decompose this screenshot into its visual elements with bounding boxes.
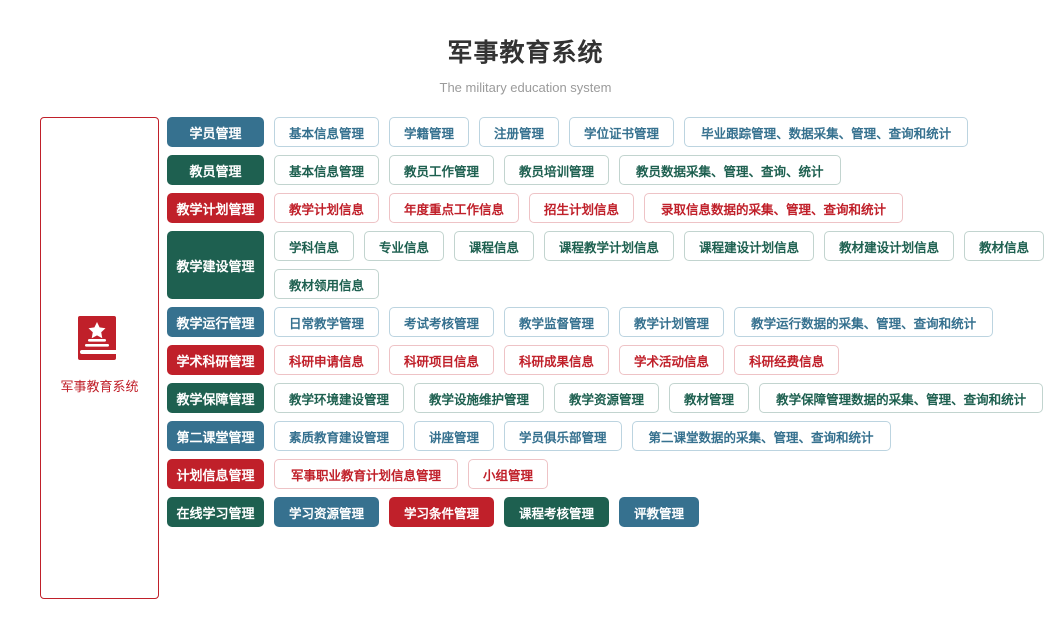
category-item-chip[interactable]: 基本信息管理 — [274, 117, 380, 147]
body-area: 军事教育系统 学员管理基本信息管理学籍管理注册管理学位证书管理毕业跟踪管理、数据… — [0, 95, 1051, 599]
category-label-button[interactable]: 教员管理 — [167, 155, 264, 185]
category-item-chip[interactable]: 科研成果信息 — [504, 345, 610, 375]
category-item-chip[interactable]: 教员工作管理 — [389, 155, 495, 185]
page-header: 军事教育系统 The military education system — [0, 0, 1051, 95]
category-row: 学员管理基本信息管理学籍管理注册管理学位证书管理毕业跟踪管理、数据采集、管理、查… — [167, 117, 1051, 147]
category-items: 教学环境建设管理教学设施维护管理教学资源管理教材管理教学保障管理数据的采集、管理… — [274, 383, 1044, 413]
category-row: 教员管理基本信息管理教员工作管理教员培训管理教员数据采集、管理、查询、统计 — [167, 155, 1051, 185]
category-item-chip[interactable]: 录取信息数据的采集、管理、查询和统计 — [644, 193, 904, 223]
category-item-chip[interactable]: 课程信息 — [454, 231, 535, 261]
category-item-chip[interactable]: 教学保障管理数据的采集、管理、查询和统计 — [759, 383, 1044, 413]
category-label-button[interactable]: 学术科研管理 — [167, 345, 264, 375]
category-label-button[interactable]: 在线学习管理 — [167, 497, 264, 527]
category-row: 学术科研管理科研申请信息科研项目信息科研成果信息学术活动信息科研经费信息 — [167, 345, 1051, 375]
category-items: 科研申请信息科研项目信息科研成果信息学术活动信息科研经费信息 — [274, 345, 840, 375]
sidebar-label: 军事教育系统 — [60, 379, 139, 394]
category-items: 学习资源管理学习条件管理课程考核管理评教管理 — [274, 497, 700, 527]
category-label-button[interactable]: 教学建设管理 — [167, 231, 264, 299]
category-items: 学科信息专业信息课程信息课程教学计划信息课程建设计划信息教材建设计划信息教材信息… — [274, 231, 1051, 299]
category-item-chip[interactable]: 科研经费信息 — [734, 345, 840, 375]
category-label-button[interactable]: 教学运行管理 — [167, 307, 264, 337]
category-item-chip[interactable]: 第二课堂数据的采集、管理、查询和统计 — [631, 421, 891, 451]
category-row: 教学保障管理教学环境建设管理教学设施维护管理教学资源管理教材管理教学保障管理数据… — [167, 383, 1051, 413]
book-star-icon — [60, 314, 138, 367]
category-label-button[interactable]: 教学计划管理 — [167, 193, 264, 223]
category-item-chip[interactable]: 考试考核管理 — [389, 307, 495, 337]
category-item-chip[interactable]: 基本信息管理 — [274, 155, 380, 185]
category-item-chip[interactable]: 科研项目信息 — [389, 345, 495, 375]
category-items: 素质教育建设管理讲座管理学员俱乐部管理第二课堂数据的采集、管理、查询和统计 — [274, 421, 891, 451]
category-item-chip[interactable]: 日常教学管理 — [274, 307, 380, 337]
category-item-chip[interactable]: 教员培训管理 — [504, 155, 610, 185]
page-subtitle: The military education system — [439, 80, 612, 95]
category-items: 日常教学管理考试考核管理教学监督管理教学计划管理教学运行数据的采集、管理、查询和… — [274, 307, 994, 337]
sidebar-panel[interactable]: 军事教育系统 — [40, 117, 159, 599]
category-item-chip[interactable]: 学习资源管理 — [274, 497, 380, 527]
category-item-chip[interactable]: 毕业跟踪管理、数据采集、管理、查询和统计 — [684, 117, 969, 147]
category-item-chip[interactable]: 学术活动信息 — [619, 345, 725, 375]
category-rows: 学员管理基本信息管理学籍管理注册管理学位证书管理毕业跟踪管理、数据采集、管理、查… — [167, 117, 1051, 535]
category-item-chip[interactable]: 学籍管理 — [389, 117, 470, 147]
category-item-chip[interactable]: 学习条件管理 — [389, 497, 495, 527]
category-item-chip[interactable]: 教学设施维护管理 — [414, 383, 545, 413]
category-item-chip[interactable]: 教材信息 — [964, 231, 1045, 261]
category-row: 计划信息管理军事职业教育计划信息管理小组管理 — [167, 459, 1051, 489]
category-item-chip[interactable]: 课程考核管理 — [504, 497, 610, 527]
category-item-chip[interactable]: 专业信息 — [364, 231, 445, 261]
category-row: 教学建设管理学科信息专业信息课程信息课程教学计划信息课程建设计划信息教材建设计划… — [167, 231, 1051, 299]
category-label-button[interactable]: 计划信息管理 — [167, 459, 264, 489]
category-item-chip[interactable]: 教材领用信息 — [274, 269, 380, 299]
page-title: 军事教育系统 — [447, 39, 604, 67]
category-item-chip[interactable]: 教材建设计划信息 — [824, 231, 955, 261]
category-row: 第二课堂管理素质教育建设管理讲座管理学员俱乐部管理第二课堂数据的采集、管理、查询… — [167, 421, 1051, 451]
category-item-chip[interactable]: 学科信息 — [274, 231, 355, 261]
category-row: 在线学习管理学习资源管理学习条件管理课程考核管理评教管理 — [167, 497, 1051, 527]
category-item-chip[interactable]: 学位证书管理 — [569, 117, 675, 147]
category-item-chip[interactable]: 教学环境建设管理 — [274, 383, 405, 413]
category-item-chip[interactable]: 教材管理 — [669, 383, 750, 413]
category-item-chip[interactable]: 年度重点工作信息 — [389, 193, 520, 223]
category-item-chip[interactable]: 教学监督管理 — [504, 307, 610, 337]
category-item-chip[interactable]: 课程教学计划信息 — [544, 231, 675, 261]
category-item-chip[interactable]: 科研申请信息 — [274, 345, 380, 375]
category-row: 教学计划管理教学计划信息年度重点工作信息招生计划信息录取信息数据的采集、管理、查… — [167, 193, 1051, 223]
category-item-chip[interactable]: 讲座管理 — [414, 421, 495, 451]
category-item-chip[interactable]: 教学计划管理 — [619, 307, 725, 337]
category-item-chip[interactable]: 评教管理 — [619, 497, 700, 527]
sidebar-inner: 军事教育系统 — [60, 314, 139, 396]
category-item-chip[interactable]: 素质教育建设管理 — [274, 421, 405, 451]
category-item-chip[interactable]: 小组管理 — [468, 459, 549, 489]
category-item-chip[interactable]: 教员数据采集、管理、查询、统计 — [619, 155, 841, 185]
category-label-button[interactable]: 教学保障管理 — [167, 383, 264, 413]
category-item-chip[interactable]: 教学资源管理 — [554, 383, 660, 413]
category-item-chip[interactable]: 教学运行数据的采集、管理、查询和统计 — [734, 307, 994, 337]
category-item-chip[interactable]: 注册管理 — [479, 117, 560, 147]
category-item-chip[interactable]: 课程建设计划信息 — [684, 231, 815, 261]
category-label-button[interactable]: 第二课堂管理 — [167, 421, 264, 451]
category-items: 教学计划信息年度重点工作信息招生计划信息录取信息数据的采集、管理、查询和统计 — [274, 193, 904, 223]
category-item-chip[interactable]: 军事职业教育计划信息管理 — [274, 459, 459, 489]
category-item-chip[interactable]: 招生计划信息 — [529, 193, 635, 223]
category-item-chip[interactable]: 教学计划信息 — [274, 193, 380, 223]
category-items: 基本信息管理教员工作管理教员培训管理教员数据采集、管理、查询、统计 — [274, 155, 841, 185]
category-row: 教学运行管理日常教学管理考试考核管理教学监督管理教学计划管理教学运行数据的采集、… — [167, 307, 1051, 337]
category-item-chip[interactable]: 学员俱乐部管理 — [504, 421, 622, 451]
category-items: 基本信息管理学籍管理注册管理学位证书管理毕业跟踪管理、数据采集、管理、查询和统计 — [274, 117, 969, 147]
category-label-button[interactable]: 学员管理 — [167, 117, 264, 147]
category-items: 军事职业教育计划信息管理小组管理 — [274, 459, 549, 489]
